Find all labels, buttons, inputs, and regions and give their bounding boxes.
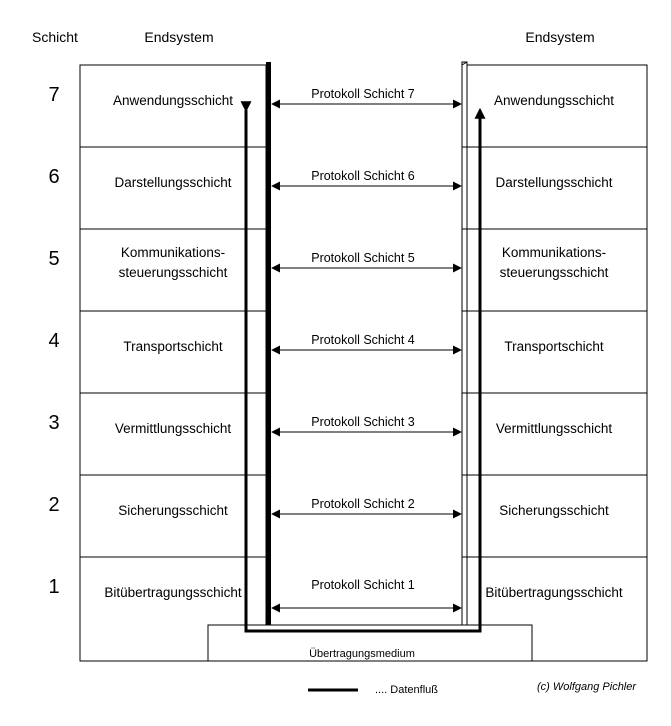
- left-layer-name: Anwendungsschicht: [113, 93, 233, 108]
- layer-row-5: 5 Kommunikations-steuerungsschicht Kommuni…: [48, 228, 647, 280]
- protocol-label: Protokoll Schicht 1: [311, 578, 415, 592]
- left-layer-name: Kommunikations-: [121, 245, 225, 260]
- data-flow-path: [240, 101, 486, 633]
- left-layer-name: steuerungsschicht: [119, 265, 228, 280]
- protocol-label: Protokoll Schicht 3: [311, 415, 415, 429]
- right-layer-name: steuerungsschicht: [500, 265, 609, 280]
- layer-number: 6: [48, 166, 59, 188]
- layer-row-4: 4 Transportschicht Transportschicht Protoko…: [48, 310, 647, 355]
- left-system-header: Endsystem: [144, 29, 213, 45]
- right-system-header: Endsystem: [525, 29, 594, 45]
- left-layer-name: Sicherungsschicht: [118, 503, 228, 518]
- right-system-stack: [461, 64, 648, 662]
- layer-number: 1: [48, 576, 59, 598]
- layer-number: 2: [48, 494, 59, 516]
- left-layer-name: Darstellungsschicht: [114, 175, 231, 190]
- right-layer-name: Anwendungsschicht: [494, 93, 614, 108]
- protocol-label: Protokoll Schicht 2: [311, 497, 415, 511]
- layer-number: 3: [48, 412, 59, 434]
- right-layer-name: Vermittlungsschicht: [496, 421, 613, 436]
- layer-row-2: 2 Sicherungsschicht Sicherungsschicht Proto…: [48, 474, 647, 519]
- right-layer-name: Kommunikations-: [502, 245, 606, 260]
- layer-row-1: 1 Bitübertragungsschicht Bitübertragungssc…: [48, 556, 647, 613]
- layer-row-6: 6 Darstellungsschicht Darstellungsschicht P…: [48, 146, 647, 191]
- transmission-medium-label: Übertragungsmedium: [309, 648, 415, 660]
- protocol-label: Protokoll Schicht 6: [311, 169, 415, 183]
- left-layer-name: Bitübertragungsschicht: [104, 585, 242, 600]
- left-layer-name: Vermittlungsschicht: [115, 421, 232, 436]
- protocol-label: Protokoll Schicht 7: [311, 87, 415, 101]
- layer-row-7: 7 Anwendungsschicht Anwendungsschicht Proto…: [48, 84, 614, 109]
- right-system-shadow-top: [461, 61, 468, 66]
- protocol-label: Protokoll Schicht 4: [311, 333, 415, 347]
- protocol-label: Protokoll Schicht 5: [311, 251, 415, 265]
- copyright-note: (c) Wolfgang Pichler: [537, 681, 637, 693]
- layer-number: 5: [48, 248, 59, 270]
- layer-number: 7: [48, 84, 59, 106]
- layer-row-3: 3 Vermittlungsschicht Vermittlungsschicht P…: [48, 392, 647, 437]
- right-layer-name: Transportschicht: [504, 339, 604, 354]
- left-system-shadow: [266, 62, 271, 626]
- left-layer-name: Transportschicht: [123, 339, 223, 354]
- left-system-stack: [79, 64, 267, 662]
- data-flow-legend-label: .... Datenfluß: [375, 684, 438, 696]
- right-layer-name: Darstellungsschicht: [495, 175, 612, 190]
- layer-number: 4: [48, 330, 59, 352]
- right-layer-name: Bitübertragungsschicht: [485, 585, 623, 600]
- layer-column-header: Schicht: [32, 29, 78, 45]
- right-layer-name: Sicherungsschicht: [499, 503, 609, 518]
